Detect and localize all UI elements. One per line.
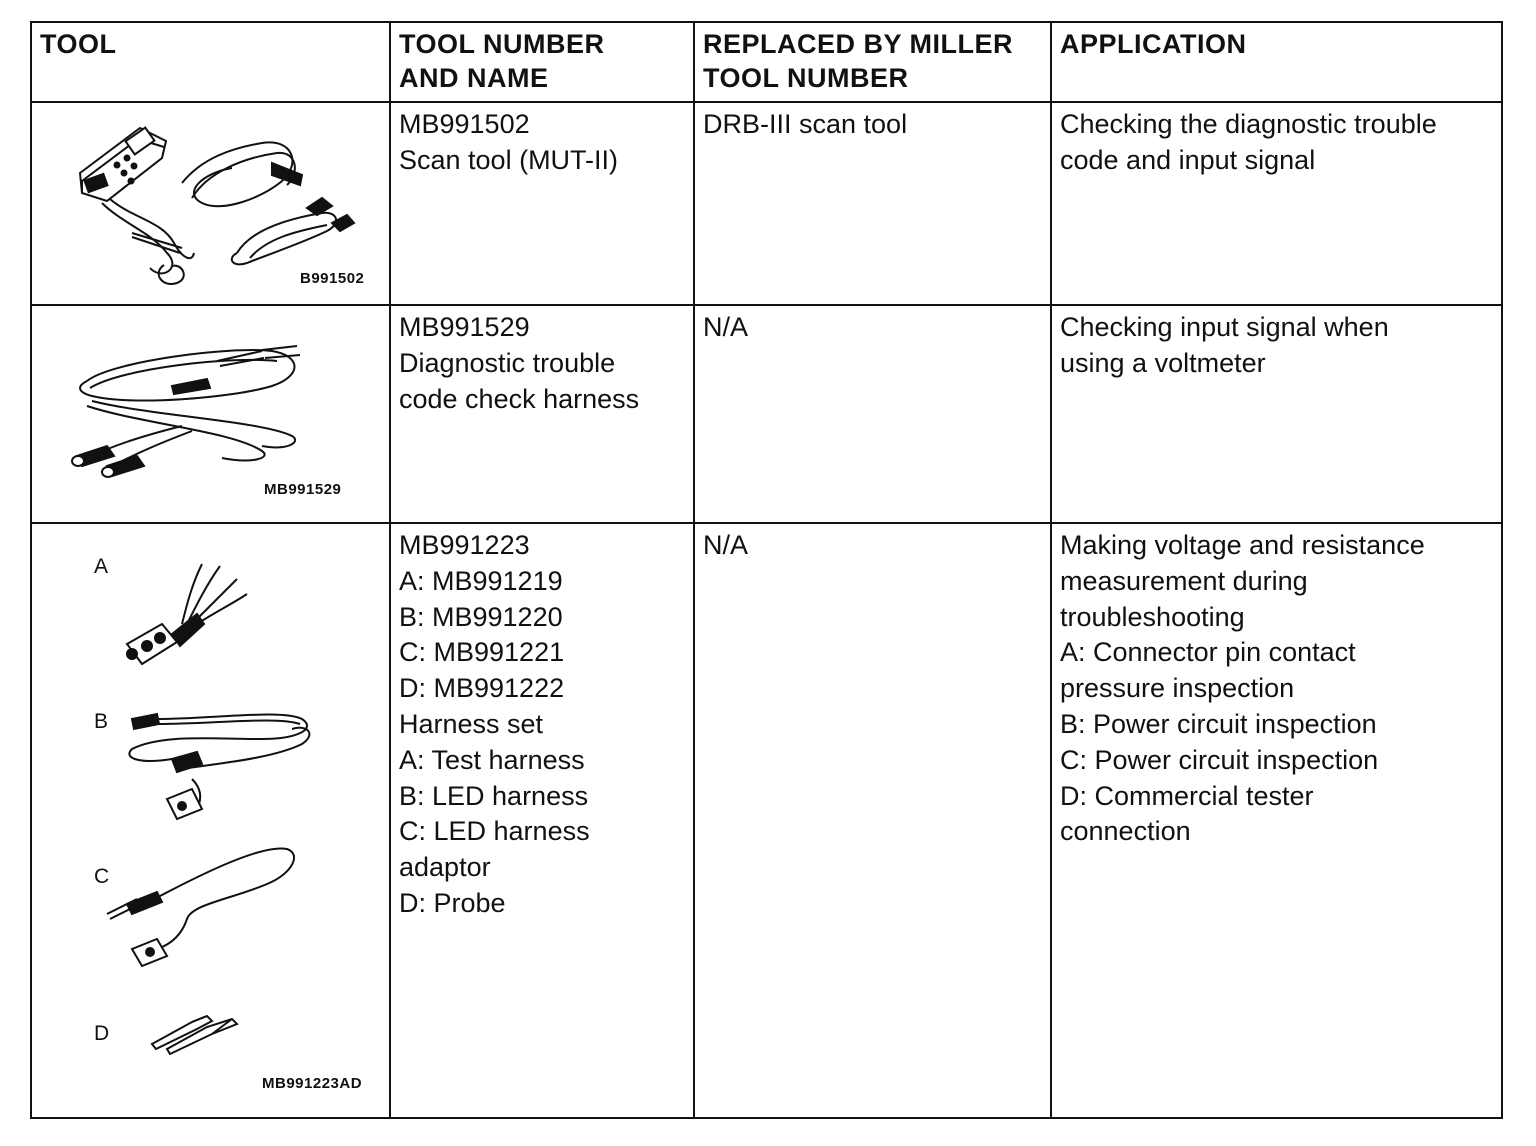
tool-illustration-cell: B991502 [30, 101, 391, 306]
special-tools-table: TOOL TOOL NUMBER AND NAME REPLACED BY MI… [30, 21, 1503, 1119]
table-row: MB991529 MB991529 Diagnostic trouble cod… [30, 304, 1503, 524]
header-replaced-by: REPLACED BY MILLER TOOL NUMBER [693, 21, 1052, 103]
application-cell: Checking the diagnostic trouble code and… [1050, 101, 1503, 306]
tool-illustration-cell: A B C D [30, 522, 391, 1119]
figure-label: MB991223AD [262, 1075, 363, 1092]
check-harness-illustration [71, 345, 301, 478]
header-tool-number-name: TOOL NUMBER AND NAME [389, 21, 695, 103]
tool-number-name-cell: MB991502 Scan tool (MUT-II) [389, 101, 695, 306]
replaced-by-cell: DRB-III scan tool [693, 101, 1052, 306]
figure-label: B991502 [300, 270, 365, 287]
part-letter: A [94, 555, 109, 578]
replaced-by-cell: N/A [693, 304, 1052, 524]
header-row: TOOL TOOL NUMBER AND NAME REPLACED BY MI… [30, 21, 1503, 103]
tool-number-name-cell: MB991223 A: MB991219 B: MB991220 C: MB99… [389, 522, 695, 1119]
part-letter: B [94, 710, 109, 733]
tool-illustration-cell: MB991529 [30, 304, 391, 524]
header-tool: TOOL [30, 21, 391, 103]
header-application: APPLICATION [1050, 21, 1503, 103]
application-cell: Making voltage and resistance measuremen… [1050, 522, 1503, 1119]
part-letter: C [94, 865, 110, 888]
harness-set-illustration [106, 563, 311, 1056]
scan-tool-illustration [78, 126, 356, 285]
part-letter: D [94, 1022, 110, 1045]
application-cell: Checking input signal when using a voltm… [1050, 304, 1503, 524]
table-row: B991502 MB991502 Scan tool (MUT-II) DRB-… [30, 101, 1503, 306]
tool-number-name-cell: MB991529 Diagnostic trouble code check h… [389, 304, 695, 524]
table-row: A B C D [30, 522, 1503, 1119]
replaced-by-cell: N/A [693, 522, 1052, 1119]
figure-label: MB991529 [264, 481, 342, 498]
